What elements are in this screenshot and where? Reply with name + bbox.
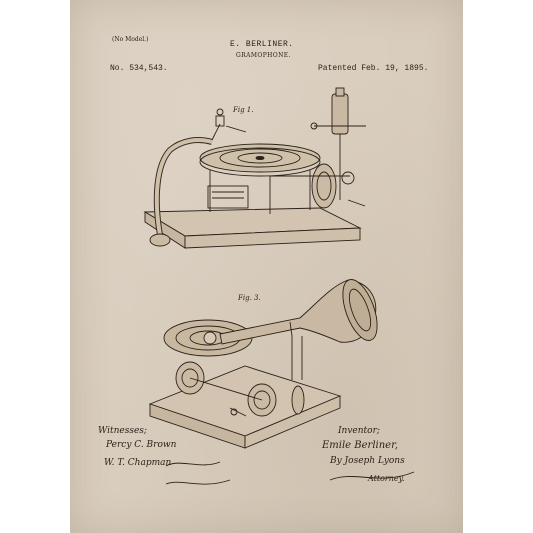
fig1-label: Fig 1.: [233, 106, 254, 114]
inventor-label: Inventor;: [338, 426, 380, 436]
attorney-signature: By Joseph Lyons: [330, 456, 405, 466]
fig3-gramophone-drawing: [148, 279, 378, 449]
witness-signature-1: Percy C. Brown: [106, 440, 177, 450]
patent-sheet: [70, 0, 463, 533]
fig3-label: Fig. 3.: [238, 294, 261, 302]
invention-heading: GRAMOPHONE.: [236, 52, 291, 59]
patent-date: Patented Feb. 19, 1895.: [318, 64, 429, 73]
model-note: (No Model.): [112, 36, 149, 43]
patent-number: No. 534,543.: [110, 64, 168, 73]
inventor-signature: Emile Berliner,: [322, 440, 398, 451]
signature-flourishes: [165, 461, 415, 485]
inventor-heading: E. BERLINER.: [230, 40, 294, 49]
fig1-gramophone-drawing: [143, 87, 366, 249]
patent-drawings: [143, 87, 415, 485]
witnesses-label: Witnesses;: [98, 426, 147, 436]
witness-signature-2: W. T. Chapman: [104, 458, 172, 468]
attorney-label: Attorney.: [368, 474, 405, 483]
